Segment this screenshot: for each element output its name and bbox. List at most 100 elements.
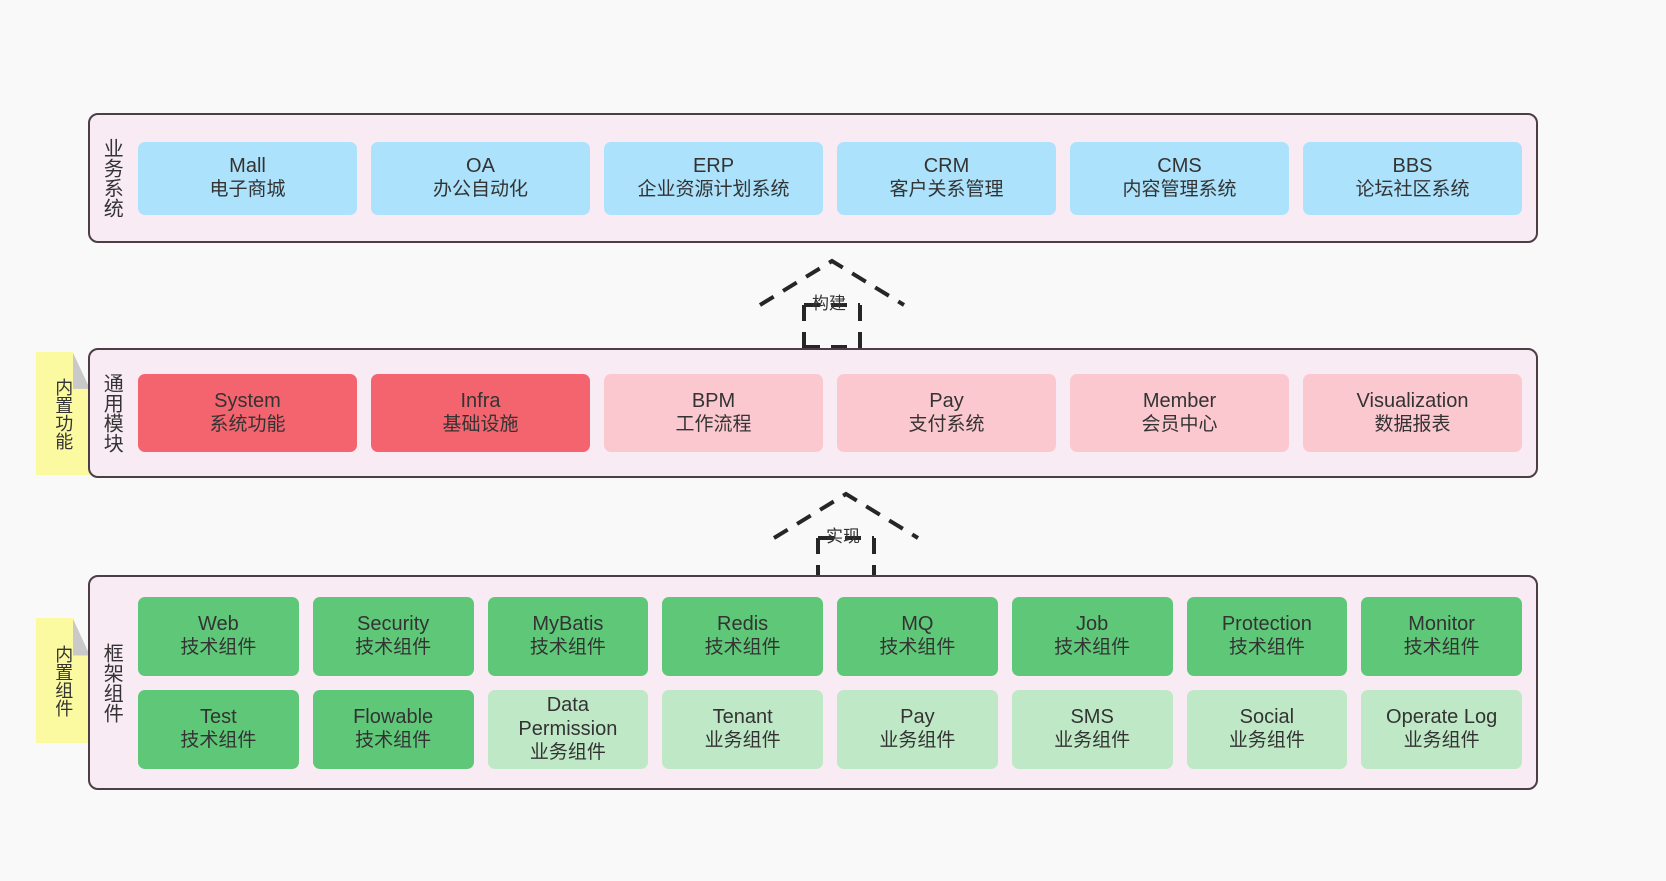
node-operate-log[interactable]: Operate Log 业务组件: [1361, 689, 1522, 769]
layer-body-common: System 系统功能 Infra 基础设施 BPM 工作流程 Pay 支付系统…: [132, 350, 1536, 476]
node-pay-module[interactable]: Pay 支付系统: [837, 374, 1056, 452]
node-title: Tenant: [712, 706, 773, 729]
node-bbs[interactable]: BBS 论坛社区系统: [1303, 141, 1522, 215]
layer-caption-business: 业务系统: [100, 138, 123, 218]
node-security[interactable]: Security 技术组件: [312, 596, 474, 676]
layer-caption-framework: 框架组件: [100, 642, 123, 723]
node-title: CMS: [1157, 155, 1202, 178]
node-subtitle: 技术组件: [1403, 637, 1480, 659]
node-title: MyBatis: [532, 613, 604, 636]
node-sms[interactable]: SMS 业务组件: [1011, 689, 1173, 769]
node-erp[interactable]: ERP 企业资源计划系统: [604, 141, 823, 215]
node-oa[interactable]: OA 办公自动化: [371, 141, 590, 215]
node-subtitle: 数据报表: [1374, 414, 1451, 436]
node-title: Pay: [900, 706, 935, 729]
note-builtin-features[interactable]: 内置功能: [36, 352, 90, 475]
node-subtitle: 基础设施: [442, 414, 519, 436]
node-crm[interactable]: CRM 客户关系管理: [837, 141, 1056, 215]
node-row: System 系统功能 Infra 基础设施 BPM 工作流程 Pay 支付系统…: [138, 374, 1522, 452]
node-mybatis[interactable]: MyBatis 技术组件: [487, 596, 649, 676]
node-title: System: [214, 390, 281, 413]
node-subtitle: 技术组件: [529, 637, 606, 659]
node-subtitle: 技术组件: [879, 637, 956, 659]
layer-business-system[interactable]: 业务系统 Mall 电子商城 OA 办公自动化 ERP 企业资源计划系统 CRM…: [88, 113, 1538, 243]
node-subtitle: 论坛社区系统: [1355, 179, 1470, 201]
connector-label-implement: 实现: [826, 527, 860, 546]
node-flowable[interactable]: Flowable 技术组件: [312, 689, 474, 769]
dashed-hollow-arrow-icon: [758, 258, 906, 349]
dashed-hollow-arrow-icon: [772, 491, 920, 582]
node-title: Visualization: [1356, 390, 1469, 413]
node-data-permission[interactable]: Data Permission 业务组件: [487, 689, 649, 769]
node-job[interactable]: Job 技术组件: [1011, 596, 1173, 676]
node-subtitle: 业务组件: [1403, 730, 1480, 752]
node-subtitle: 企业资源计划系统: [637, 179, 790, 201]
node-tenant[interactable]: Tenant 业务组件: [662, 689, 823, 769]
node-subtitle: 技术组件: [704, 637, 781, 659]
connector-label-build: 构建: [812, 294, 846, 313]
layer-framework-component[interactable]: 框架组件 Web 技术组件 Security 技术组件 MyBatis 技术组件…: [88, 575, 1538, 790]
node-subtitle: 技术组件: [180, 730, 257, 752]
node-cms[interactable]: CMS 内容管理系统: [1070, 141, 1289, 215]
layer-caption-common: 通用模块: [100, 373, 123, 453]
node-subtitle: 业务组件: [529, 742, 606, 764]
node-subtitle: 技术组件: [1054, 637, 1131, 659]
note-label: 内置功能: [53, 377, 74, 450]
node-protection[interactable]: Protection 技术组件: [1186, 596, 1348, 676]
node-mall[interactable]: Mall 电子商城: [138, 141, 357, 215]
node-subtitle: 技术组件: [180, 637, 257, 659]
node-subtitle: 内容管理系统: [1122, 179, 1237, 201]
node-monitor[interactable]: Monitor 技术组件: [1361, 596, 1522, 676]
node-title: Data Permission: [518, 694, 618, 741]
node-subtitle: 工作流程: [675, 414, 752, 436]
node-title: Infra: [460, 390, 501, 413]
node-title: Member: [1142, 390, 1217, 413]
node-title: Mall: [229, 155, 266, 178]
connector-build: 构建: [752, 255, 912, 350]
node-title: Protection: [1221, 613, 1312, 636]
node-title: ERP: [692, 155, 735, 178]
layer-common-module[interactable]: 通用模块 System 系统功能 Infra 基础设施 BPM 工作流程 Pay…: [88, 348, 1538, 478]
node-title: SMS: [1070, 706, 1114, 729]
node-bpm[interactable]: BPM 工作流程: [604, 374, 823, 452]
node-title: Pay: [929, 390, 964, 413]
node-title: Operate Log: [1386, 706, 1498, 729]
node-web[interactable]: Web 技术组件: [138, 596, 299, 676]
node-title: CRM: [923, 155, 970, 178]
node-title: Redis: [717, 613, 769, 636]
node-infra[interactable]: Infra 基础设施: [371, 374, 590, 452]
node-system[interactable]: System 系统功能: [138, 374, 357, 452]
node-member[interactable]: Member 会员中心: [1070, 374, 1289, 452]
note-label: 内置组件: [53, 644, 74, 717]
node-title: MQ: [901, 613, 934, 636]
node-visualization[interactable]: Visualization 数据报表: [1303, 374, 1522, 452]
note-builtin-components[interactable]: 内置组件: [36, 618, 90, 743]
node-redis[interactable]: Redis 技术组件: [662, 596, 823, 676]
node-subtitle: 业务组件: [1054, 730, 1131, 752]
node-row: Mall 电子商城 OA 办公自动化 ERP 企业资源计划系统 CRM 客户关系…: [138, 141, 1522, 215]
node-subtitle: 技术组件: [1228, 637, 1305, 659]
node-subtitle: 会员中心: [1141, 414, 1218, 436]
node-title: Security: [357, 613, 430, 636]
node-title: Job: [1076, 613, 1109, 636]
connector-implement: 实现: [766, 488, 926, 583]
node-mq[interactable]: MQ 技术组件: [837, 596, 998, 676]
node-pay-component[interactable]: Pay 业务组件: [837, 689, 998, 769]
node-title: BPM: [691, 390, 736, 413]
layer-body-business: Mall 电子商城 OA 办公自动化 ERP 企业资源计划系统 CRM 客户关系…: [132, 115, 1536, 241]
node-subtitle: 业务组件: [704, 730, 781, 752]
layer-body-framework: Web 技术组件 Security 技术组件 MyBatis 技术组件 Redi…: [132, 577, 1536, 788]
node-title: BBS: [1392, 155, 1433, 178]
node-subtitle: 业务组件: [879, 730, 956, 752]
node-social[interactable]: Social 业务组件: [1186, 689, 1348, 769]
node-subtitle: 技术组件: [355, 730, 432, 752]
node-title: Web: [197, 613, 239, 636]
node-subtitle: 客户关系管理: [889, 179, 1004, 201]
node-title: Test: [200, 706, 237, 729]
node-title: Social: [1239, 706, 1295, 729]
node-row: Web 技术组件 Security 技术组件 MyBatis 技术组件 Redi…: [138, 596, 1522, 676]
node-row: Test 技术组件 Flowable 技术组件 Data Permission …: [138, 689, 1522, 769]
node-test[interactable]: Test 技术组件: [138, 689, 299, 769]
node-subtitle: 系统功能: [209, 414, 286, 436]
